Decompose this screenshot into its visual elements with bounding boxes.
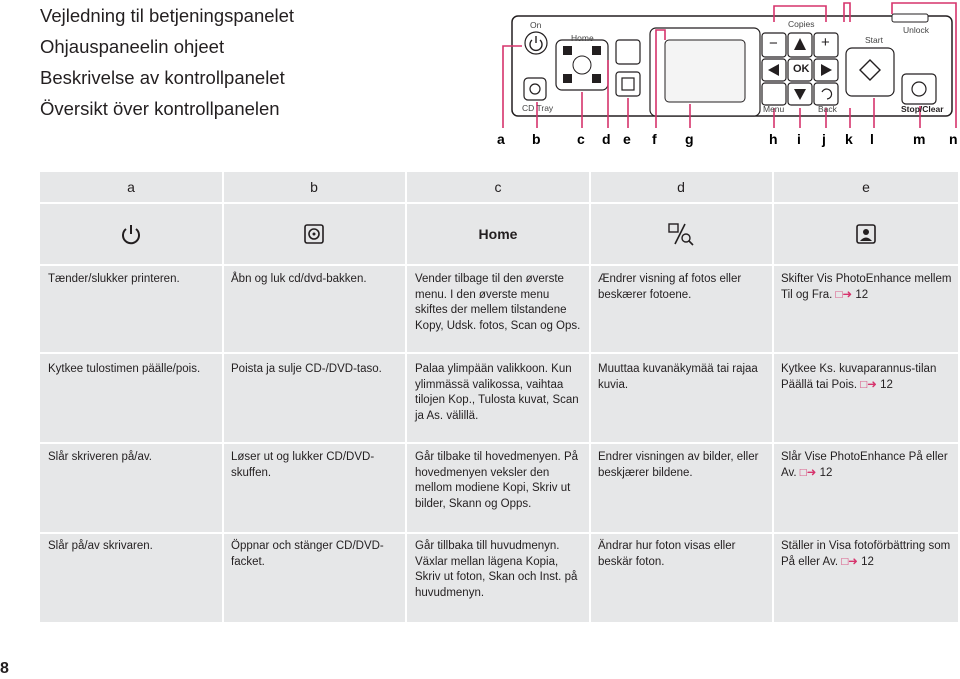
on-label: On	[530, 20, 542, 30]
button-description-table	[40, 172, 958, 622]
cell-no-a: Slår skriveren på/av.	[48, 451, 152, 463]
page-ref: 12	[861, 555, 874, 568]
callout-l: l	[870, 131, 874, 147]
page-ref: 12	[819, 466, 833, 479]
cell-no-c: Går tilbake til hovedmenyen. På hovedmen…	[415, 451, 579, 510]
book-arrow-icon: □➜	[860, 378, 877, 391]
callout-f: f	[652, 131, 657, 147]
page-number: 8	[0, 660, 9, 677]
start-label: Start	[865, 35, 883, 45]
cell-sv-c: Går tillbaka till huvudmenyn. Växlar mel…	[415, 540, 578, 599]
callout-j: j	[822, 131, 826, 147]
power-icon-cell	[40, 204, 222, 264]
cell-sv-e: Ställer in Visa fotoförbättring som På e…	[781, 540, 951, 568]
column-header-a: a	[127, 179, 135, 195]
cell-no-e: Slår Vise PhotoEnhance På eller Av. □➜ 1…	[781, 451, 948, 479]
control-panel-drawing	[502, 2, 957, 128]
copies-label: Copies	[788, 19, 815, 29]
cell-sv-b: Öppnar och stänger CD/DVD-facket.	[231, 540, 384, 568]
callout-i: i	[797, 131, 801, 147]
control-panel-illustration: On Home Copies Start Unlock CD Tray Menu…	[497, 0, 960, 155]
stop-clear-label: Stop/Clear	[901, 104, 944, 114]
cell-da-b: Åbn og luk cd/dvd-bakken.	[231, 273, 367, 285]
column-header-b: b	[310, 179, 318, 195]
book-arrow-icon: □➜	[799, 466, 817, 479]
home-button-label: Home	[478, 226, 518, 242]
callout-k: k	[845, 131, 853, 147]
column-header-d: d	[677, 179, 685, 195]
cell-da-d: Ændrer visning af fotos eller beskærer f…	[598, 273, 742, 301]
menu-label: Menu	[763, 104, 785, 114]
callout-h: h	[769, 131, 778, 147]
back-label: Back	[818, 104, 837, 114]
view-zoom-icon	[668, 223, 694, 246]
cell-no-d: Endrer visningen av bilder, eller beskjæ…	[598, 451, 759, 479]
page-ref: 12	[880, 378, 893, 391]
minus-label: −	[769, 35, 778, 52]
unlock-label: Unlock	[903, 25, 929, 35]
cell-sv-d: Ändrar hur foton visas eller beskär foto…	[598, 540, 736, 568]
title-block: Vejledning til betjeningspanelet Ohjausp…	[40, 0, 294, 124]
book-arrow-icon: □➜	[835, 288, 853, 301]
callout-g: g	[685, 131, 694, 147]
cell-fi-b: Poista ja sulje CD-/DVD-taso.	[231, 363, 382, 375]
ok-label: OK	[793, 63, 810, 75]
cell-da-c: Vender tilbage til den øverste menu. I d…	[415, 273, 581, 332]
cell-fi-e: Kytkee Ks. kuvaparannus-tilan Päällä tai…	[781, 363, 937, 391]
view-zoom-icon-cell	[590, 204, 772, 264]
title-finnish: Ohjauspaneelin ohjeet	[40, 36, 225, 57]
photo-enhance-icon	[856, 224, 876, 244]
page-ref: 12	[855, 288, 869, 301]
home-panel-label: Home	[571, 33, 594, 43]
book-arrow-icon: □➜	[841, 555, 858, 568]
cell-no-b: Løser ut og lukker CD/DVD-skuffen.	[231, 451, 375, 479]
title-swedish: Översikt över kontrollpanelen	[40, 98, 280, 119]
plus-label: +	[821, 34, 830, 51]
column-header-e: e	[862, 179, 870, 195]
cell-fi-d: Muuttaa kuvanäkymää tai rajaa kuvia.	[598, 363, 758, 391]
callout-c: c	[577, 131, 585, 147]
cell-fi-a: Kytkee tulostimen päälle/pois.	[48, 363, 201, 375]
column-header-c: c	[494, 179, 502, 195]
cell-da-a: Tænder/slukker printeren.	[48, 273, 180, 285]
callout-e: e	[623, 131, 631, 147]
cell-da-e: Skifter Vis PhotoEnhance mellem Til og F…	[781, 273, 952, 301]
cd-tray-label: CD Tray	[522, 103, 554, 113]
power-icon	[122, 225, 140, 245]
callout-m: m	[913, 131, 926, 147]
cd-tray-icon-cell	[223, 204, 405, 264]
title-norwegian: Beskrivelse av kontrollpanelet	[40, 67, 285, 88]
callout-n: n	[949, 131, 958, 147]
cell-fi-c: Palaa ylimpään valikkoon. Kun ylimmässä …	[415, 363, 579, 422]
cell-sv-a: Slår på/av skrivaren.	[48, 540, 153, 552]
callout-d: d	[602, 131, 611, 147]
home-button-cell: Home	[407, 204, 589, 264]
title-danish: Vejledning til betjeningspanelet	[40, 5, 295, 26]
callout-a: a	[497, 131, 505, 147]
callout-b: b	[532, 131, 541, 147]
photo-enhance-icon-cell	[774, 204, 958, 264]
cd-tray-icon	[304, 224, 324, 244]
